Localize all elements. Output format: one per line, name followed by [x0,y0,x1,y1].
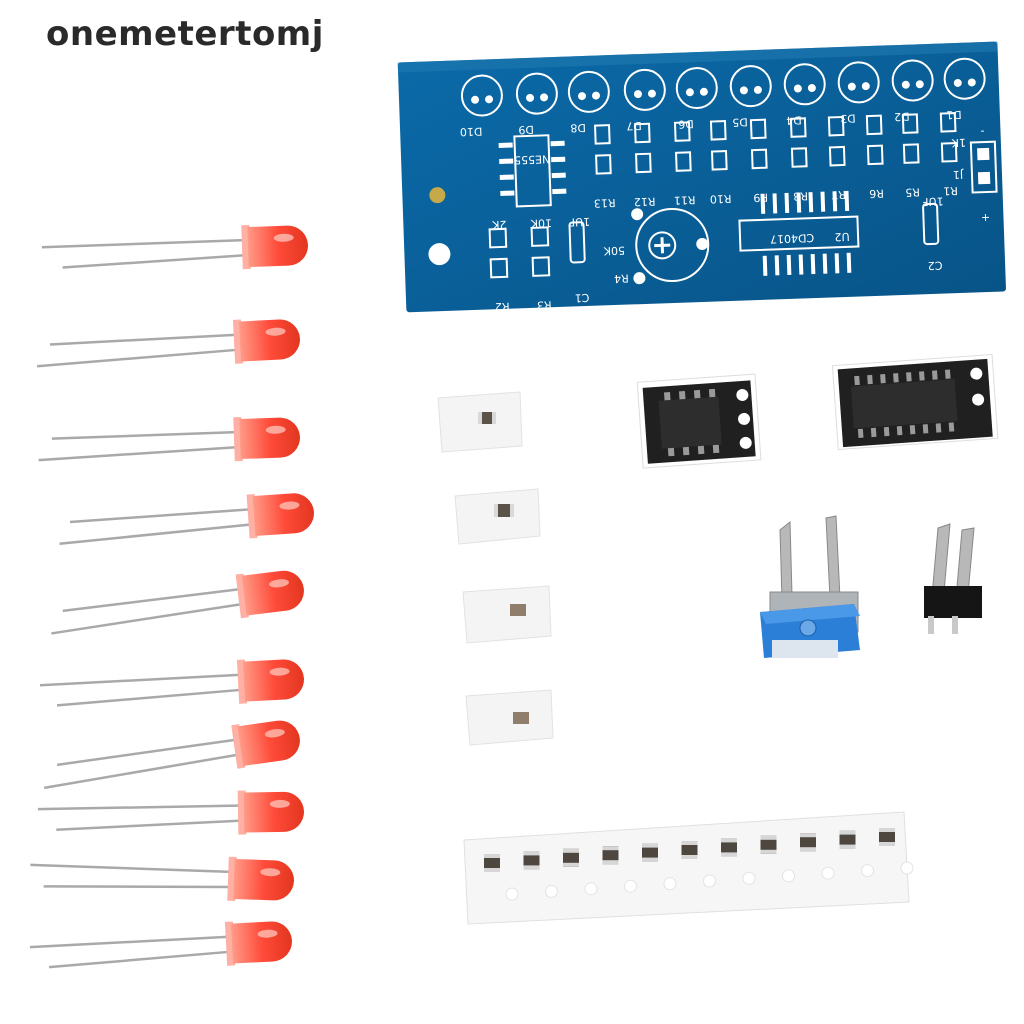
one-k-label: 1K [951,136,966,150]
r2-label: R2 [495,300,510,314]
smd-capacitor-2 [465,689,554,746]
smd-resistor-2 [454,488,541,545]
led-designator: D4 [786,113,802,127]
j1-label: J1 [953,168,965,181]
resistor-designator: R12 [634,195,656,209]
led-designator: D8 [570,121,586,135]
tape-smd-resistor [523,851,540,870]
tape-smd-resistor [760,835,777,854]
r3-value: 10K [530,216,552,230]
led-red [51,570,304,635]
tape-sprocket-hole [584,882,598,896]
led-designator: D7 [626,119,642,133]
r2-value: 2K [491,218,506,232]
tape-smd-resistor [839,830,856,849]
tape-sprocket-hole [505,887,519,901]
led-footprint [515,72,558,115]
led-designator: D9 [518,123,534,137]
resistor-designator: R13 [594,196,616,210]
tape-sprocket-hole [821,866,835,880]
tape-sprocket-hole [742,871,756,885]
pcb-board [397,41,1006,313]
tape-smd-resistor [681,841,698,859]
resistor-designator: R6 [869,187,884,201]
cd4017-pins [854,369,955,439]
tape-sprocket-hole [782,869,795,883]
led-designator: D5 [732,115,748,129]
cd4017-label: CD4017 [770,231,815,246]
led-group [29,224,314,969]
tape-smd-resistor [563,848,579,867]
led-red [59,493,314,545]
led-designator: D6 [678,117,694,131]
resistor-designator: R11 [674,193,696,207]
resistor-designator: R5 [905,185,920,199]
led-designator: D1 [946,108,962,122]
tape-sprocket-hole [703,874,716,888]
led-red [43,720,300,790]
u2-label: U2 [834,230,850,244]
pcb-silkscreen: D10D9D8D7D6D5D4D3D2D1R13R12R11R10R9R8R7R… [460,57,998,314]
tape-resistors [484,828,914,901]
ne555-label: NE555 [514,152,551,166]
led-footprint [623,68,666,111]
tape-sprocket-hole [624,879,637,893]
pin-header [924,523,982,634]
tape-sprocket-hole [545,884,558,898]
ne555-pins [663,388,720,457]
c1-label: C1 [574,291,589,305]
c2-value: 1UF [922,195,944,209]
led-red [39,659,304,707]
led-footprint [891,59,934,102]
led-footprint [567,70,610,113]
tape-smd-resistor [602,846,619,865]
led-footprint [943,57,986,100]
led-red [38,416,300,462]
watermark-text: onemetertomj [46,14,324,54]
pot-value: 50K [603,244,625,258]
c1-value: 1UF [568,215,590,229]
mounting-hole [428,243,451,266]
led-red [30,856,294,902]
led-footprint [460,74,503,117]
resistor-designator: R10 [710,192,732,206]
minus-sign: - [980,125,984,138]
trimmer-potentiometer [760,515,860,658]
pcb-substrate [397,41,1006,313]
r4-label: R4 [614,272,629,286]
tape-smd-resistor [642,843,658,862]
tape-sprocket-hole [900,861,914,875]
tape-sprocket-hole [663,877,677,891]
resistor-tape-strip [463,811,910,925]
cd4017-chip [831,353,999,451]
led-red [37,790,304,835]
led-footprint [783,63,826,106]
smd-capacitor-1 [462,585,552,644]
mounting-pad [429,187,446,204]
tape-smd-resistor [879,828,895,846]
plus-sign: + [981,211,991,224]
led-footprint [729,65,772,108]
led-red [29,921,292,969]
r3-label: R3 [537,298,552,312]
led-footprint [837,61,880,104]
led-footprint [675,67,718,110]
tape-smd-resistor [721,838,737,857]
led-red [41,224,308,270]
tape-smd-resistor [800,833,816,852]
led-red [36,319,300,368]
led-designator: D10 [460,125,483,139]
tape-sprocket-hole [861,864,874,878]
tape-smd-resistor [484,854,500,872]
smd-resistor-1 [437,391,523,453]
c2-label: C2 [928,259,943,273]
resistor-designator: R1 [943,184,958,198]
